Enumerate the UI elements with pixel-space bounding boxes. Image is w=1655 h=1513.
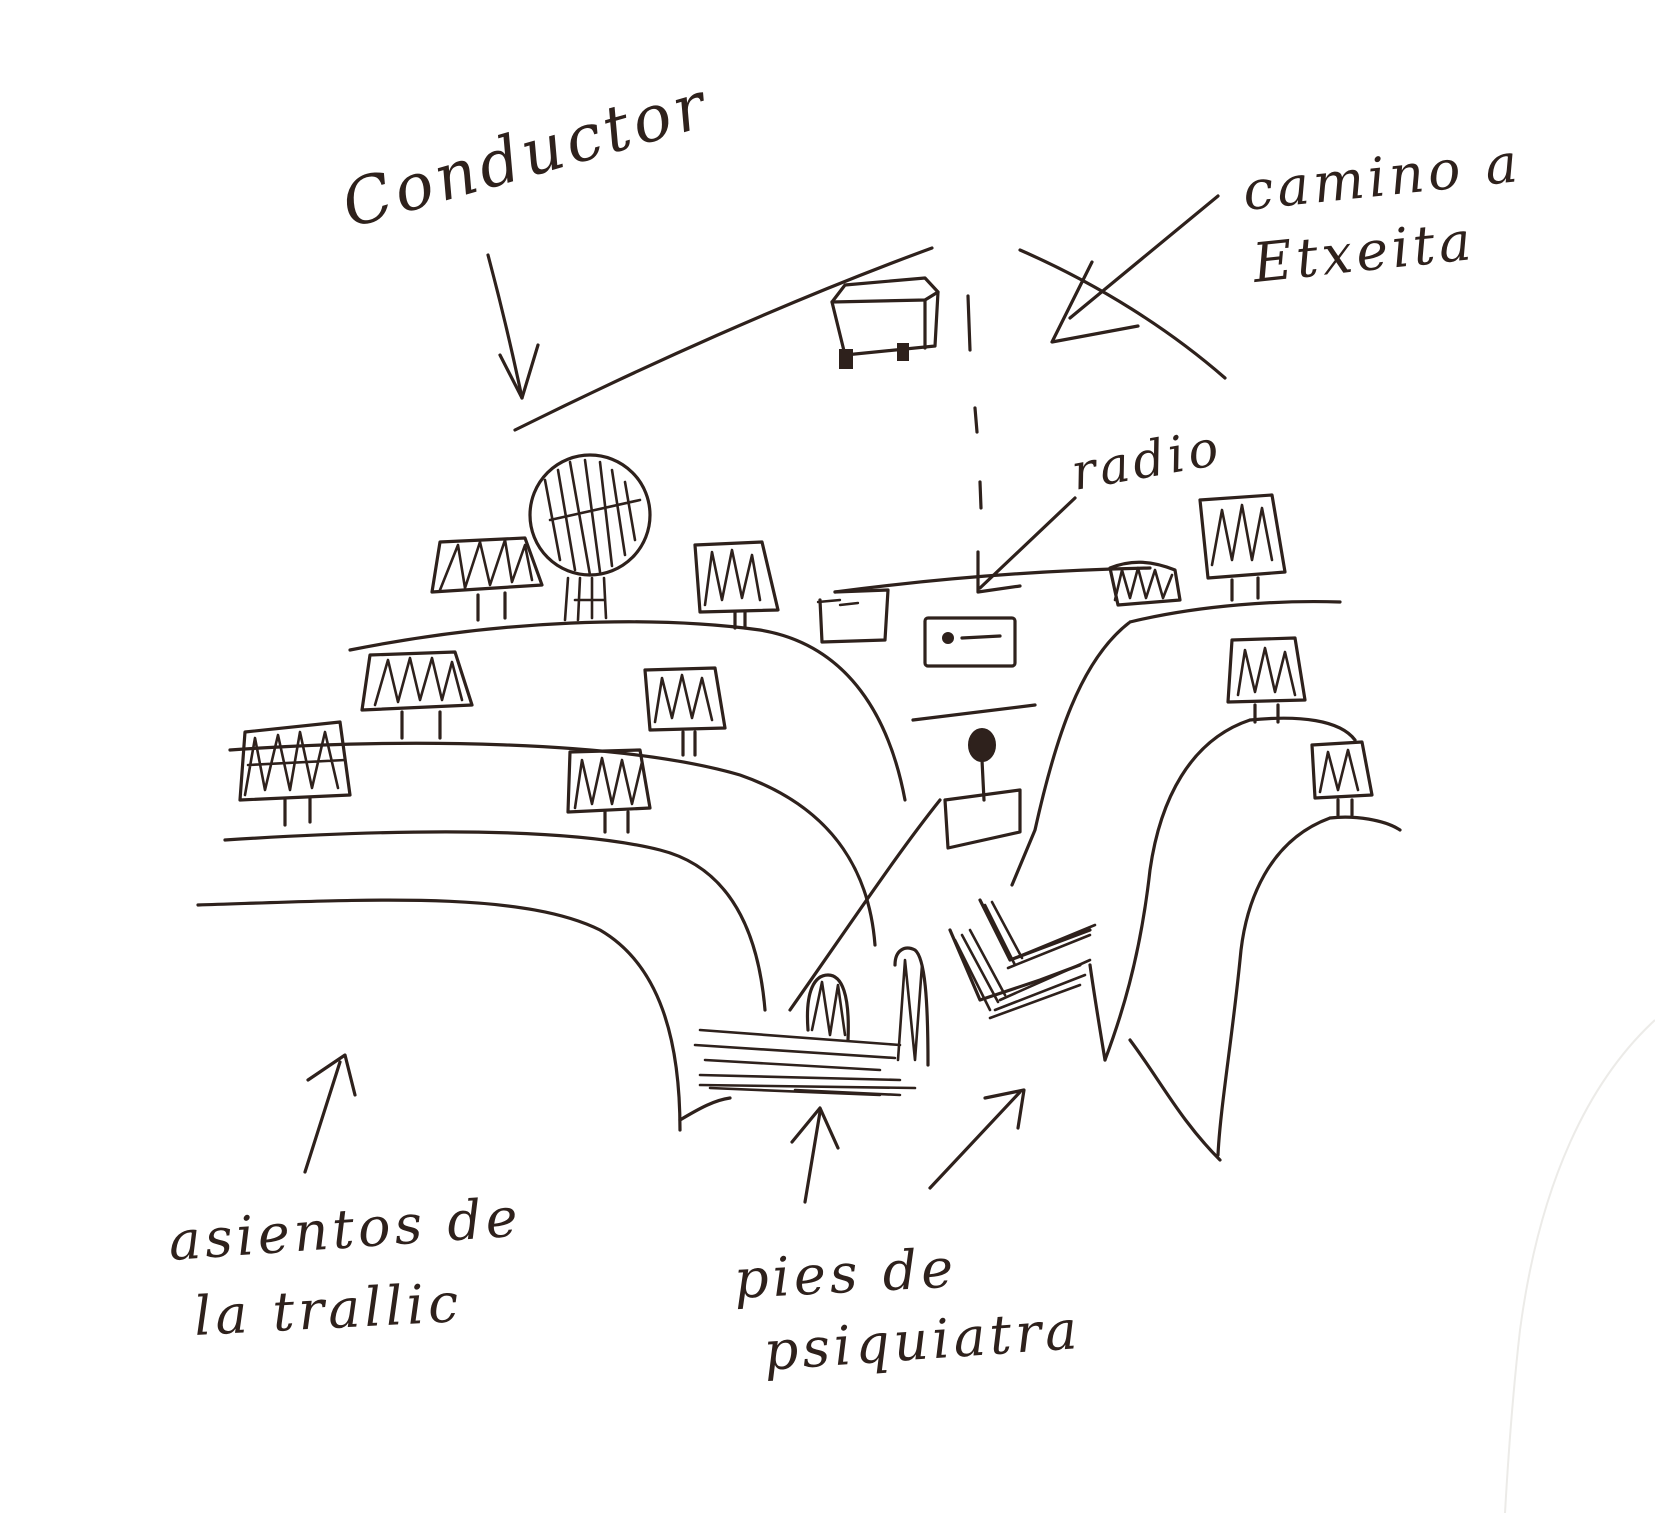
right-row-2 — [1103, 716, 1357, 1062]
conductor-arrow — [486, 253, 540, 400]
head-row2-left — [360, 650, 474, 740]
asientos-label-line1: asientos de — [167, 1185, 524, 1273]
head-row1-right — [1108, 560, 1182, 607]
head-right-rear — [1198, 493, 1287, 602]
pies-arrow-left — [790, 1106, 840, 1204]
road-right-edge — [1018, 248, 1227, 380]
head-row2-right — [1226, 636, 1307, 724]
head-row2-middle — [643, 666, 727, 757]
pies-arrow-right — [928, 1088, 1026, 1190]
seat-row-3 — [223, 830, 767, 1012]
road-center-dashes — [966, 294, 983, 510]
foot-left — [693, 973, 902, 1097]
road-left-edge — [513, 246, 934, 432]
seat-row-1 — [348, 620, 907, 802]
right-row-1 — [1010, 599, 1342, 887]
foot-right-chair — [948, 898, 1107, 1062]
radio-arrow — [976, 496, 1077, 594]
driver-figure — [528, 453, 652, 622]
seat-row-2 — [228, 741, 877, 947]
asientos-arrow — [303, 1053, 357, 1174]
pies-label-line1: pies de — [732, 1236, 958, 1311]
head-row1-middle — [693, 540, 780, 630]
paper-edge — [1504, 1019, 1655, 1513]
asientos-label-line2: la trallic — [192, 1271, 463, 1348]
left-foreground-edge — [678, 1096, 732, 1122]
camino-label-line1: camino a — [1240, 131, 1525, 223]
head-row3-right — [1310, 740, 1374, 817]
console-left-edge — [788, 798, 942, 1012]
gear-shift — [943, 728, 1022, 850]
conductor-label: Conductor — [334, 68, 717, 243]
head-row3-left — [238, 720, 352, 827]
radio-unit — [923, 616, 1017, 668]
head-row3-middle — [566, 748, 652, 834]
glovebox — [816, 588, 890, 644]
radio-label: radio — [1067, 418, 1227, 501]
distant-truck — [830, 276, 940, 369]
seat-row-4 — [196, 898, 682, 1132]
head-row1-left — [430, 536, 544, 622]
camino-arrow — [1050, 194, 1220, 344]
right-foreground-edge — [1128, 1038, 1222, 1162]
console-divider — [911, 703, 1037, 722]
pies-label-line2: psiquiatra — [762, 1298, 1084, 1383]
camino-label-line2: Etxeita — [1249, 209, 1478, 295]
right-row-3 — [1216, 815, 1402, 1157]
foot-right — [698, 946, 930, 1097]
